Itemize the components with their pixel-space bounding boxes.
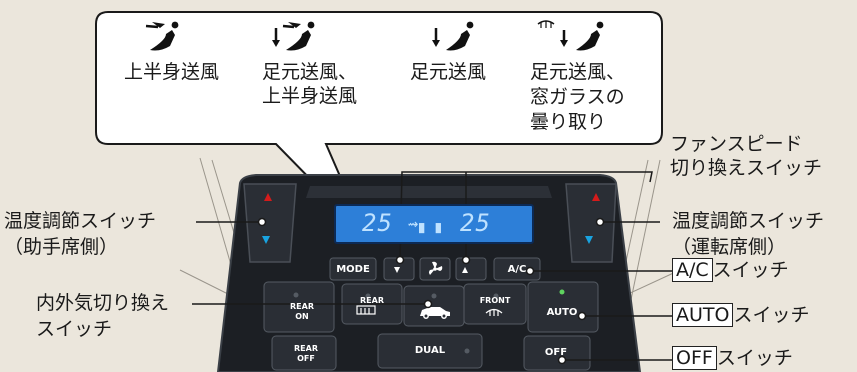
fan-speed-up-button[interactable]: [456, 258, 486, 280]
passenger-temp-readout: 25: [362, 209, 393, 237]
rear-defrost-button[interactable]: REAR: [360, 296, 384, 305]
feet-and-upper-body-airflow-icon: [272, 21, 315, 51]
mode-caption-feet: 足元送風: [410, 61, 487, 83]
off-button[interactable]: OFF: [544, 347, 568, 358]
fan-up-icon: [462, 267, 468, 273]
auto-indicator-icon: [559, 289, 565, 295]
auto-button[interactable]: AUTO: [546, 307, 578, 318]
ac-switch-suffix: スイッチ: [712, 259, 789, 281]
dual-button[interactable]: DUAL: [414, 345, 446, 356]
recirculation-car-icon: [420, 307, 450, 319]
feet-airflow-icon: [432, 21, 474, 51]
fan-icon: [429, 261, 443, 275]
rear-defrost-icon: [356, 305, 376, 315]
mode-caption-feet-defrost: 足元送風、 窓ガラスの 曇り取り: [530, 61, 626, 133]
recirculation-switch-label: 内外気切り換え スイッチ: [36, 292, 170, 340]
front-defrost-button[interactable]: FRONT: [479, 296, 511, 305]
temp-switch-passenger-label: 温度調節スイッチ （助手席側）: [4, 210, 157, 258]
mode-button[interactable]: MODE: [336, 264, 370, 275]
fan-speed-switch-label: ファンスピード 切り換えスイッチ: [670, 133, 823, 179]
mode-caption-upper-body: 上半身送風: [124, 61, 220, 83]
front-defrost-icon: [485, 308, 503, 316]
rear-off-button[interactable]: REAR OFF: [294, 344, 318, 363]
temp-down-arrow-icon: [585, 236, 593, 244]
off-switch-suffix: スイッチ: [716, 347, 793, 369]
off-switch-name: OFF: [672, 346, 717, 370]
temp-up-arrow-icon: [264, 193, 272, 201]
temp-switch-passenger[interactable]: [244, 184, 296, 262]
fan-speed-down-button[interactable]: [384, 258, 414, 280]
driver-temp-readout: 25: [460, 209, 491, 237]
ac-button[interactable]: A/C: [507, 264, 527, 275]
temp-down-arrow-icon: [262, 236, 270, 244]
rear-on-button[interactable]: REAR ON: [290, 302, 314, 321]
temp-switch-driver-label: 温度調節スイッチ （運転席側）: [672, 210, 825, 258]
upper-body-airflow-icon: [145, 21, 179, 51]
auto-switch-suffix: スイッチ: [733, 304, 810, 326]
temperature-display: 25 ⇝▖▗ 25: [334, 204, 534, 244]
recirculation-button[interactable]: [404, 286, 464, 326]
fan-down-icon: [394, 267, 400, 273]
mode-caption-feet-upper-body: 足元送風、 上半身送風: [262, 61, 358, 107]
airflow-mode-indicator-icon: ⇝▖▗: [408, 214, 442, 234]
auto-switch-name: AUTO: [672, 303, 734, 327]
feet-and-defrost-airflow-icon: [537, 20, 604, 51]
temp-switch-driver[interactable]: [566, 184, 616, 262]
ac-switch-name: A/C: [672, 258, 713, 282]
temp-up-arrow-icon: [592, 193, 600, 201]
